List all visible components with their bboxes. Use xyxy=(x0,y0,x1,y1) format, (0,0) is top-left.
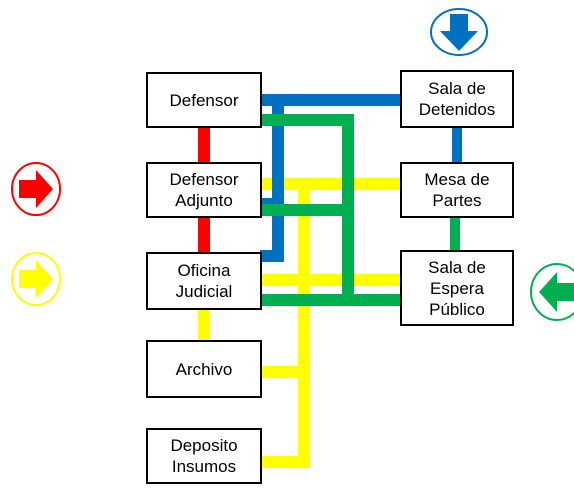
node-label: Sala de Detenidos xyxy=(418,79,496,119)
node-label: Archivo xyxy=(175,359,233,379)
yellow-route-line xyxy=(298,178,310,468)
blue-route-line xyxy=(452,128,462,164)
yellow-route-line xyxy=(260,274,402,286)
node-label: Defensor xyxy=(169,90,239,110)
node-defensor: Defensor xyxy=(146,72,262,128)
yellow-route-line xyxy=(262,456,310,468)
green-route-line xyxy=(262,294,402,306)
green-route-line xyxy=(260,114,354,126)
node-sala-detenidos: Sala de Detenidos xyxy=(400,70,514,128)
node-archivo: Archivo xyxy=(146,340,262,398)
red-route-line xyxy=(198,216,210,252)
node-sala-espera-publico: Sala de Espera Público xyxy=(400,250,514,326)
node-label: Deposito Insumos xyxy=(170,436,238,476)
arrow-right-icon xyxy=(11,162,61,216)
node-label: Mesa de Partes xyxy=(424,170,490,210)
yellow-route-line xyxy=(198,308,210,342)
yellow-route-line xyxy=(260,178,402,190)
blue-route-line xyxy=(260,250,284,262)
yellow-route-line xyxy=(262,366,310,378)
node-label: Oficina Judicial xyxy=(175,261,233,301)
node-label: Defensor Adjunto xyxy=(169,170,239,210)
node-deposito-insumos: Deposito Insumos xyxy=(146,428,262,484)
node-oficina-judicial: Oficina Judicial xyxy=(146,252,262,310)
blue-route-line xyxy=(272,94,284,262)
green-route-line xyxy=(260,204,354,216)
green-route-line xyxy=(450,216,460,252)
blue-route-line xyxy=(260,94,402,106)
arrow-right-icon xyxy=(11,252,61,306)
node-label: Sala de Espera Público xyxy=(428,257,486,319)
node-defensor-adjunto: Defensor Adjunto xyxy=(146,162,262,218)
arrow-left-icon xyxy=(530,263,574,321)
red-route-line xyxy=(198,126,210,166)
arrow-down-icon xyxy=(430,8,488,56)
node-mesa-partes: Mesa de Partes xyxy=(400,162,514,218)
